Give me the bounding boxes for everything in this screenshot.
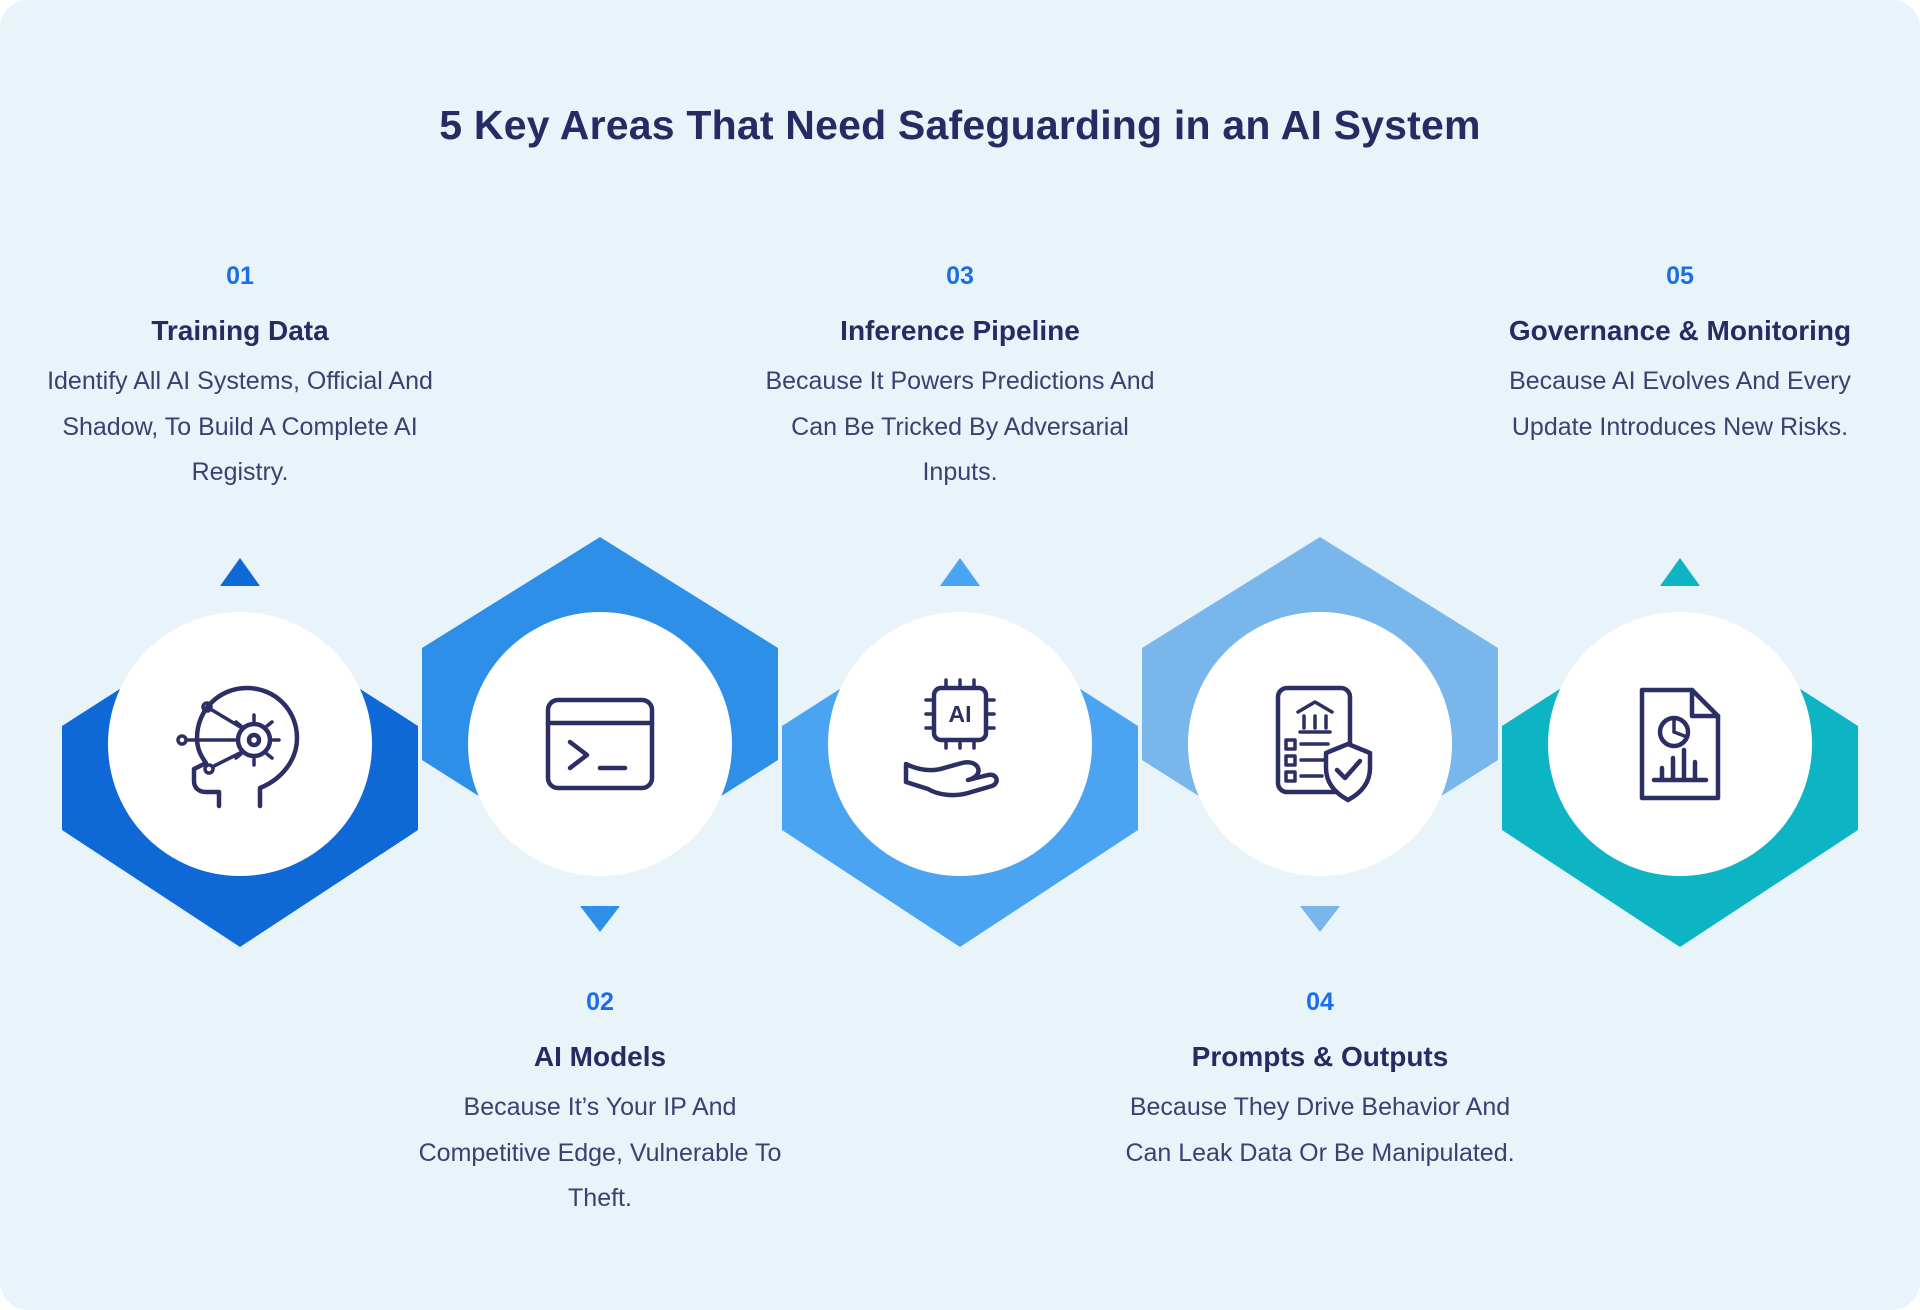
icon-circle (468, 612, 732, 876)
item-description: Identify All AI Systems, Official And Sh… (47, 367, 433, 486)
arrow-down-icon (580, 906, 620, 932)
item-number: 04 (1306, 988, 1334, 1016)
terminal-icon (545, 697, 655, 791)
checklist-shield-icon (1275, 685, 1373, 803)
item-number: 01 (226, 262, 254, 290)
item-graphic (62, 558, 418, 947)
arrow-down-icon (1300, 906, 1340, 932)
chip-hand-icon: AI (903, 678, 999, 798)
item-text-block: 02 AI Models Because It’s Your IP And Co… (395, 988, 805, 1222)
item-graphic (422, 537, 778, 932)
ai-head-icon (176, 685, 300, 809)
arrow-up-icon (1660, 558, 1700, 586)
item-graphic (1142, 537, 1498, 932)
item-title: Prompts & Outputs (1191, 1041, 1449, 1072)
item-title: Inference Pipeline (840, 315, 1080, 346)
item-number: 02 (586, 988, 614, 1016)
chip-label: AI (949, 701, 972, 727)
item-description: Because They Drive Behavior And Can Leak… (1125, 1093, 1515, 1167)
item-number: 03 (946, 262, 974, 290)
item-number: 05 (1666, 262, 1694, 290)
arrow-up-icon (220, 558, 260, 586)
item-text-block: 04 Prompts & Outputs Because They Drive … (1115, 988, 1525, 1176)
item-title: Training Data (151, 315, 329, 346)
page-title: 5 Key Areas That Need Safeguarding in an… (439, 102, 1481, 148)
item-text-block: 01 Training Data Identify All AI Systems… (35, 262, 445, 496)
item-description: Because It Powers Predictions And Can Be… (765, 367, 1155, 486)
item-description: Because AI Evolves And Every Update Intr… (1509, 367, 1851, 441)
item-text-block: 03 Inference Pipeline Because It Powers … (755, 262, 1165, 496)
report-icon (1639, 687, 1721, 801)
arrow-up-icon (940, 558, 980, 586)
item-text-block: 05 Governance & Monitoring Because AI Ev… (1475, 262, 1885, 450)
item-title: AI Models (533, 1041, 667, 1072)
item-graphic (1502, 558, 1858, 947)
item-graphic: AI (782, 558, 1138, 947)
item-description: Because It’s Your IP And Competitive Edg… (418, 1093, 782, 1212)
item-title: Governance & Monitoring (1508, 315, 1852, 346)
